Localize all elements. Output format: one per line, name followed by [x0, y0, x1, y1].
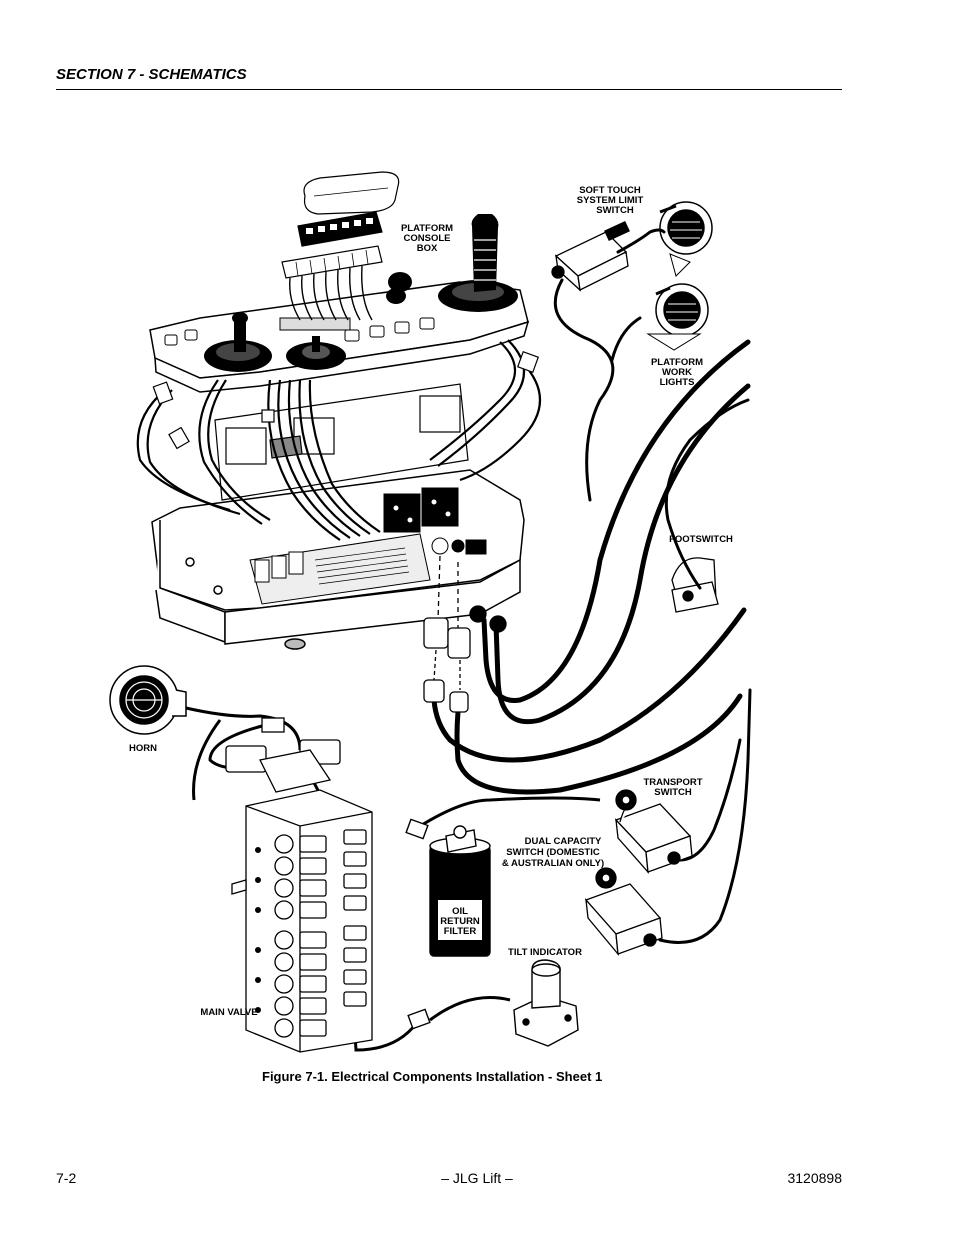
horn-connector [261, 717, 285, 733]
tilt-indicator [407, 959, 579, 1047]
label-main-valve: MAIN VALVE [200, 1007, 257, 1018]
label-footswitch: FOOTSWITCH [669, 534, 733, 545]
label-dual-capacity-1: DUAL CAPACITY [525, 836, 602, 847]
label-horn: HORN [129, 743, 157, 754]
platform-work-light-1 [659, 201, 713, 277]
horn [109, 665, 187, 735]
label-work-lights-2: WORK [662, 367, 692, 378]
label-oil-filter-2: RETURN [440, 916, 480, 927]
console-interior [249, 487, 487, 605]
platform-work-light-2 [646, 283, 709, 351]
label-oil-filter-1: OIL [452, 906, 468, 917]
label-dual-capacity-2: SWITCH (DOMESTIC [506, 847, 600, 858]
oil-return-filter [405, 818, 491, 957]
label-platform-console-2: CONSOLE [404, 233, 451, 244]
label-platform-console-3: BOX [417, 243, 438, 254]
box-connector-plugs [423, 555, 507, 713]
transport-switch [614, 789, 693, 874]
main-valve [225, 739, 373, 1053]
label-dual-capacity-3: & AUSTRALIAN ONLY) [502, 858, 604, 869]
thin-cables [553, 228, 752, 944]
dual-capacity-switch [584, 867, 663, 957]
center-joystick [286, 336, 346, 370]
figure-caption: Figure 7-1. Electrical Components Instal… [262, 1069, 603, 1084]
section-header: SECTION 7 - SCHEMATICS [56, 66, 247, 83]
console-knobs [386, 272, 412, 304]
page-number: 7-2 [56, 1170, 77, 1186]
harness-connectors [152, 350, 540, 450]
main-cables [431, 339, 751, 795]
left-joystick [204, 312, 272, 372]
label-tilt-indicator: TILT INDICATOR [508, 947, 582, 958]
document-number: 3120898 [787, 1170, 842, 1186]
header-rule [56, 89, 842, 90]
footer-brand: – JLG Lift – [441, 1170, 513, 1186]
console-overlay [281, 171, 400, 321]
label-transport-2: SWITCH [654, 787, 692, 798]
label-platform-console-1: PLATFORM [401, 223, 453, 234]
label-soft-touch-1: SOFT TOUCH [579, 185, 641, 196]
label-transport-1: TRANSPORT [643, 777, 702, 788]
label-work-lights-1: PLATFORM [651, 357, 703, 368]
label-soft-touch-2: SYSTEM LIMIT [577, 195, 644, 206]
label-oil-filter-3: FILTER [444, 926, 477, 937]
label-soft-touch-3: SWITCH [596, 205, 634, 216]
soft-touch-switch [551, 220, 630, 292]
label-work-lights-3: LIGHTS [660, 377, 695, 388]
footswitch [671, 557, 719, 613]
right-joystick [438, 214, 518, 312]
